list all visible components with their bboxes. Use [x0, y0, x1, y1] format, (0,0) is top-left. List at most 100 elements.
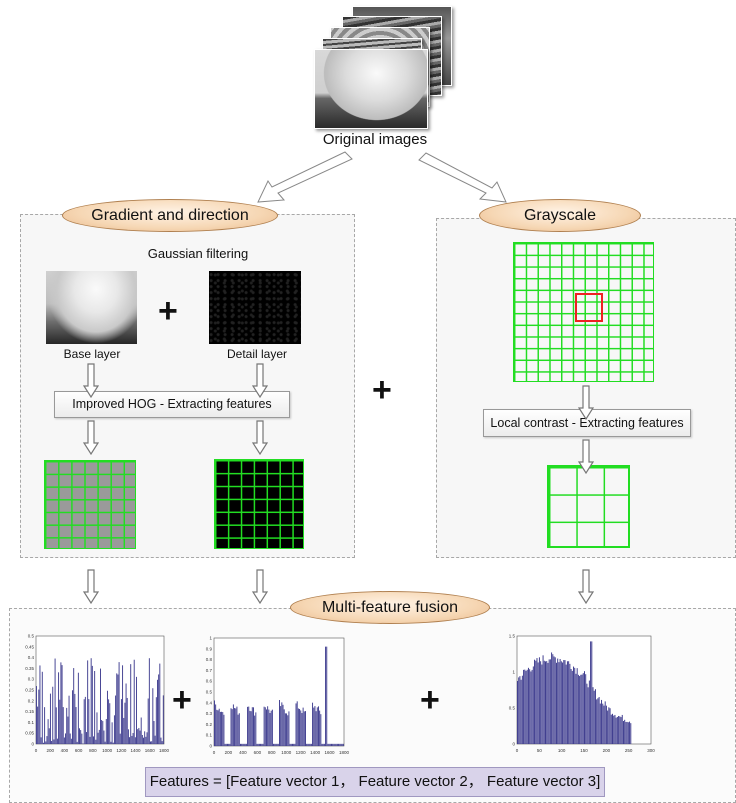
bar [622, 721, 624, 744]
bar [527, 667, 529, 744]
x-tick-label: 1600 [325, 750, 336, 755]
bar [109, 703, 111, 744]
plus-between-panels: + [372, 371, 392, 409]
bar [86, 732, 87, 744]
x-tick-label: 150 [580, 748, 588, 753]
bar [119, 733, 121, 744]
bar [323, 743, 325, 746]
bar [520, 679, 522, 744]
bar [270, 710, 272, 746]
y-tick-label: 0.4 [206, 700, 213, 705]
x-tick-label: 1400 [310, 750, 321, 755]
bar [557, 658, 559, 744]
bar [256, 743, 258, 746]
bar [88, 699, 90, 744]
bar [601, 699, 603, 744]
bar [280, 706, 282, 746]
bar [624, 719, 626, 744]
bar [546, 661, 548, 744]
bar [326, 646, 328, 746]
bar [94, 670, 96, 744]
bar [318, 706, 319, 746]
bar [576, 668, 578, 744]
x-tick-label: 400 [61, 748, 69, 753]
bar [84, 696, 86, 744]
bar [312, 702, 314, 746]
arrow-base-to-fusion [83, 569, 99, 604]
x-tick-label: 250 [625, 748, 633, 753]
bar [289, 743, 291, 746]
bar [591, 641, 593, 744]
bar [75, 707, 77, 744]
bar [607, 710, 609, 744]
bar [585, 674, 587, 744]
bar [303, 711, 305, 746]
bar [294, 743, 296, 746]
bar [140, 717, 142, 744]
bar [560, 661, 562, 744]
arrow-to-right-panel [418, 152, 507, 203]
bar [123, 717, 125, 744]
bar [592, 687, 594, 744]
bar [594, 689, 596, 744]
bar [98, 729, 100, 744]
bar [590, 641, 592, 744]
bar [579, 676, 581, 744]
bar [290, 743, 292, 746]
bar [147, 698, 149, 744]
bar [112, 742, 114, 744]
y-tick-label: 0.7 [206, 668, 213, 673]
bar [262, 743, 264, 746]
y-tick-label: 0.9 [206, 646, 213, 651]
bar [537, 662, 539, 744]
bar [305, 711, 306, 746]
bar [267, 706, 269, 746]
y-tick-label: 0.8 [206, 657, 213, 662]
bar [625, 721, 627, 744]
bar [342, 743, 344, 746]
bar [310, 743, 312, 746]
bar [162, 695, 164, 744]
bar [122, 665, 124, 744]
x-tick-label: 600 [254, 750, 262, 755]
bar [60, 662, 62, 744]
grayscale-panel-title: Grayscale [479, 199, 641, 232]
bar [620, 717, 622, 744]
bar [292, 743, 293, 746]
arrow-contrast-to-window [578, 439, 594, 474]
bar [160, 737, 162, 744]
original-image-1 [314, 49, 428, 129]
bar [241, 743, 243, 746]
bar [251, 707, 253, 746]
bar [609, 708, 611, 744]
bar [313, 707, 315, 746]
bar [101, 719, 103, 744]
bar [610, 714, 612, 744]
bar [524, 669, 526, 744]
bar [584, 671, 585, 744]
bar [596, 699, 598, 744]
bar [104, 741, 106, 744]
bar [328, 743, 330, 746]
bar [258, 743, 260, 746]
bar [38, 689, 40, 744]
bar [124, 702, 126, 744]
bar [152, 688, 154, 744]
fusion-panel-title: Multi-feature fusion [290, 591, 490, 624]
bar [224, 743, 226, 746]
bar [240, 743, 241, 746]
bar [283, 709, 285, 746]
bar [264, 707, 266, 746]
bar [89, 736, 91, 744]
bar [551, 652, 553, 744]
bar [616, 716, 618, 744]
bar [97, 732, 99, 744]
bar [127, 729, 129, 744]
bar [566, 661, 568, 744]
bar [612, 713, 613, 744]
bar [150, 741, 151, 744]
bar [41, 671, 43, 744]
bar [562, 662, 564, 744]
bar [581, 674, 583, 744]
